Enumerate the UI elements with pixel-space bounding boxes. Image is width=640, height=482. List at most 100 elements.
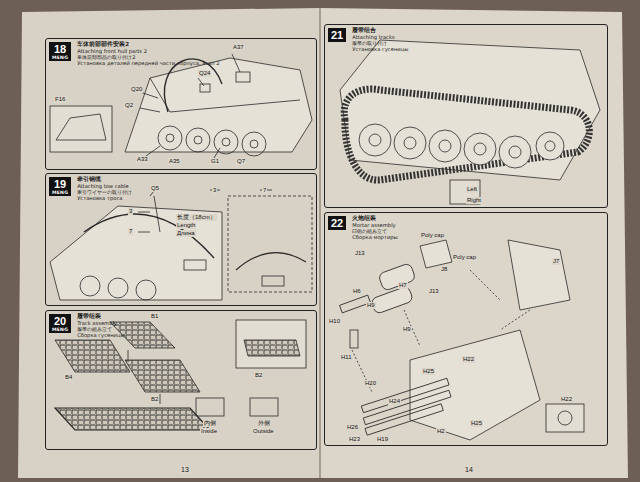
part-callout: Q5 xyxy=(150,185,160,192)
part-callout: H19 xyxy=(376,436,389,443)
step-title: 火炮组装 xyxy=(352,215,397,222)
step-title: Mortar assembly xyxy=(352,222,397,228)
part-callout: A33 xyxy=(136,156,149,163)
step-title: Attaching tow cable xyxy=(77,183,132,189)
page-number: 14 xyxy=(464,466,474,474)
part-callout: H23 xyxy=(348,436,361,443)
part-callout: 外侧 xyxy=(257,420,271,427)
part-callout: J13 xyxy=(354,250,366,257)
step-title: Сборка гусеницы xyxy=(77,332,124,338)
part-callout: H25 xyxy=(470,420,483,427)
left-page xyxy=(18,8,320,478)
part-callout: Q24 xyxy=(198,70,211,77)
step-title: 車体前部部品の取り付け2 xyxy=(77,54,219,60)
step-title: Attaching tracks xyxy=(352,34,408,40)
hull xyxy=(340,40,600,180)
detail-box xyxy=(546,404,584,432)
cable xyxy=(164,59,222,112)
part-callout: B2 xyxy=(150,396,159,403)
step-panel: 车体前部部件安装2Attaching front hull parts 2車体前… xyxy=(45,38,317,170)
part-callout: 内侧 xyxy=(203,420,217,427)
part-callout: 3 xyxy=(212,187,217,194)
part-callout: H11 xyxy=(340,354,353,361)
brand-mark: MENG xyxy=(52,327,68,332)
step-number: 19 xyxy=(52,178,68,190)
part-callout: H9 xyxy=(366,302,376,309)
page-number: 13 xyxy=(180,466,190,474)
part-callout: Right xyxy=(466,197,482,204)
page-fold xyxy=(319,8,321,478)
part-callout: B4 xyxy=(64,374,73,381)
part-callout: Length xyxy=(176,222,196,229)
step-title: 履帯の取り付け xyxy=(352,40,408,46)
part-callout: H7 xyxy=(398,282,408,289)
step-badge: 22 xyxy=(328,216,346,230)
part-callout: H25 xyxy=(422,368,435,375)
part-callout: Poly cap xyxy=(452,254,477,261)
step-number: 20 xyxy=(52,315,68,327)
brand-mark: MENG xyxy=(52,55,68,60)
part-callout: Длина xyxy=(176,230,196,237)
step-title: 履帯の組み立て xyxy=(77,326,124,332)
step-title: 车体前部部件安装2 xyxy=(77,41,219,48)
step-panel: 牵引钢缆Attaching tow cable牽引ワイヤーの取り付けУстано… xyxy=(45,173,317,306)
part-callout: J7 xyxy=(552,258,560,265)
part-callout: H20 xyxy=(364,380,377,387)
part-callout: 7 xyxy=(128,228,133,235)
step-title: Сборка мортиры xyxy=(352,234,397,240)
part-callout: J13 xyxy=(428,288,440,295)
part-callout: H24 xyxy=(388,398,401,405)
step-panel: 履带组合Attaching tracks履帯の取り付けУстановка гус… xyxy=(324,24,608,208)
part-callout: A35 xyxy=(168,158,181,165)
step-title: 牽引ワイヤーの取り付け xyxy=(77,189,132,195)
part-callout: B2 xyxy=(254,372,263,379)
hull xyxy=(125,58,312,152)
part-callout: H9 xyxy=(402,326,412,333)
step-title: Attaching front hull parts 2 xyxy=(77,48,219,54)
hull-detail xyxy=(56,114,106,140)
brand-mark: MENG xyxy=(52,190,68,195)
barrel xyxy=(378,263,416,292)
step-number: 21 xyxy=(331,29,343,41)
part-callout: F16 xyxy=(54,96,66,103)
step-badge: 19MENG xyxy=(49,177,71,196)
part-callout: J8 xyxy=(440,266,448,273)
part-callout: B1 xyxy=(150,313,159,320)
step-title: Track assembly xyxy=(77,320,124,326)
part-callout: H26 xyxy=(346,424,359,431)
cable xyxy=(84,214,214,258)
part-callout: H22 xyxy=(462,356,475,363)
step-badge: 21 xyxy=(328,28,346,42)
step-badge: 20MENG xyxy=(49,314,71,333)
step-title: 牵引钢缆 xyxy=(77,176,132,183)
step-number: 22 xyxy=(331,217,343,229)
step-title: 臼砲の組み立て xyxy=(352,228,397,234)
part-callout: 3 xyxy=(128,208,133,215)
part-callout: A37 xyxy=(232,44,245,51)
track xyxy=(344,89,589,180)
part-callout: Q2 xyxy=(124,102,134,109)
inset-view xyxy=(50,106,112,152)
right-page xyxy=(320,8,628,478)
step-title: Установка троса xyxy=(77,195,132,201)
part-callout: G1 xyxy=(210,158,220,165)
part-callout: H2 xyxy=(436,428,446,435)
part-callout: Q7 xyxy=(236,158,246,165)
part-callout: H6 xyxy=(352,288,362,295)
step-badge: 18MENG xyxy=(49,42,71,61)
step-title: 履带组合 xyxy=(352,27,408,34)
breech-housing xyxy=(508,240,570,310)
step-title: 履带组装 xyxy=(77,313,124,320)
road-wheels xyxy=(359,124,564,168)
hull-edge xyxy=(150,78,300,112)
part-callout: 7 xyxy=(262,187,267,194)
part-callout: H10 xyxy=(328,318,341,325)
detail-box xyxy=(228,196,312,292)
part-callout: Inside xyxy=(200,428,218,435)
part-callout: 长度（18cm） xyxy=(176,214,217,221)
part-callout: Q20 xyxy=(130,86,143,93)
step-panel: 履带组装Track assembly履帯の組み立てСборка гусеницы… xyxy=(45,310,317,450)
step-title: Установка деталей передней части корпуса… xyxy=(77,60,219,66)
step-title: Установка гусеницы xyxy=(352,46,408,52)
